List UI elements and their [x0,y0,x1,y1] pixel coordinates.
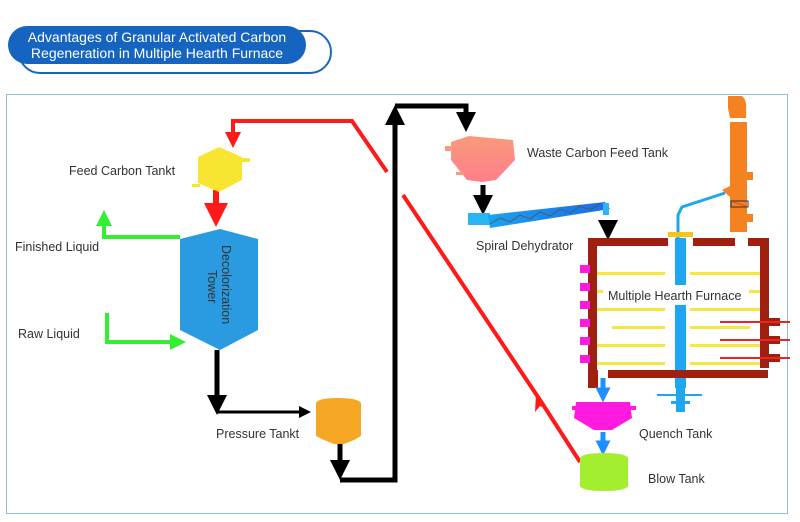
multiple-hearth-furnace[interactable] [580,238,790,388]
raw-liquid-arrow [105,313,186,350]
label-finished-liquid: Finished Liquid [15,240,99,254]
label-decolorization: Decolorization [219,245,233,324]
pressure-tank[interactable] [316,398,361,444]
finished-liquid-arrow [96,210,180,239]
chimney [722,96,753,232]
blow-tank[interactable] [580,453,628,491]
furnace-shaft [657,191,726,412]
slurry-line [207,103,618,483]
carbon-flow-arrowhead [535,394,548,412]
label-quench-tank: Quench Tank [639,427,713,441]
feed-carbon-tank[interactable] [192,147,250,192]
furnace-ports [580,265,590,363]
label-waste-carbon-feed-tank: Waste Carbon Feed Tank [527,146,669,160]
burners [720,318,790,362]
label-tower: Tower [205,270,219,303]
quench-tank[interactable] [572,402,636,430]
title-line-1: Advantages of Granular Activated Carbon [27,29,287,45]
label-blow-tank: Blow Tank [648,472,705,486]
label-raw-liquid: Raw Liquid [18,327,80,341]
title-badge: Advantages of Granular Activated Carbon … [8,26,332,74]
label-feed-carbon-tank: Feed Carbon Tankt [69,164,176,178]
title-line-2: Regeneration in Multiple Hearth Furnace [30,45,284,61]
label-multiple-hearth-furnace: Multiple Hearth Furnace [608,289,741,303]
furnace-label-bg [603,285,749,305]
liquid-lines [96,210,186,350]
diagram-frame [6,94,788,514]
label-pressure-tank: Pressure Tankt [216,427,300,441]
spiral-dehydrator[interactable] [468,202,610,228]
label-spiral-dehydrator: Spiral Dehydrator [476,239,573,253]
carbon-return-line [225,119,582,464]
waste-carbon-feed-tank[interactable] [445,136,515,182]
title-badge-fill: Advantages of Granular Activated Carbon … [8,26,306,64]
decolorization-tower[interactable] [180,229,258,350]
